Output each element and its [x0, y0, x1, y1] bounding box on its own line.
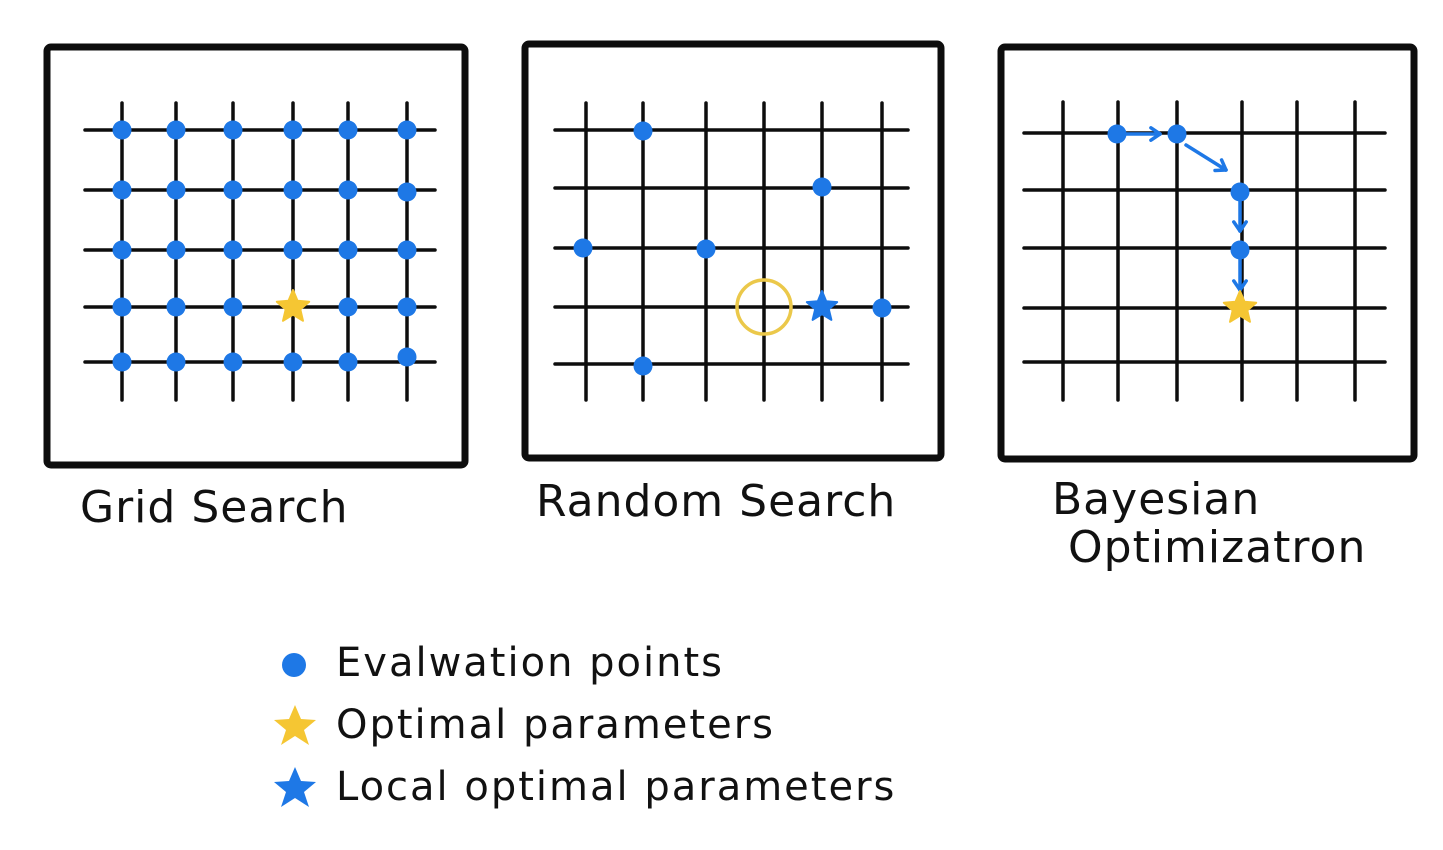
evaluation-point	[397, 240, 417, 260]
evaluation-point	[112, 240, 132, 260]
legend-item-optimal-parameters: Optimal parameters	[272, 702, 775, 748]
panel-frame	[521, 40, 945, 462]
legend-item-evaluation-points: Evalwation points	[272, 640, 724, 686]
evaluation-point	[397, 120, 417, 140]
evaluation-point	[1230, 240, 1250, 260]
evaluation-point	[166, 352, 186, 372]
panel-frame	[43, 43, 469, 469]
evaluation-point	[223, 297, 243, 317]
evaluation-point	[397, 347, 417, 367]
evaluation-point	[166, 120, 186, 140]
blue-star-icon	[274, 767, 316, 807]
caption-bayesian-line1: Bayesian	[1052, 474, 1261, 525]
evaluation-point	[166, 297, 186, 317]
evaluation-point	[112, 297, 132, 317]
panel-frame	[997, 43, 1418, 463]
evaluation-point	[338, 120, 358, 140]
evaluation-point	[223, 180, 243, 200]
arrow-head-icon	[1232, 279, 1242, 292]
evaluation-point	[112, 120, 132, 140]
evaluation-point	[573, 238, 593, 258]
evaluation-point	[112, 352, 132, 372]
arrow-head-icon	[1149, 132, 1162, 142]
evaluation-point	[338, 180, 358, 200]
evaluation-point	[397, 182, 417, 202]
evaluation-point	[166, 180, 186, 200]
evaluation-point	[283, 180, 303, 200]
evaluation-point	[696, 239, 716, 259]
evaluation-point	[223, 352, 243, 372]
optimal-star-icon	[275, 289, 311, 322]
evaluation-point	[812, 177, 832, 197]
caption-grid-search: Grid Search	[80, 482, 349, 533]
legend-label: Local optimal parameters	[336, 764, 897, 810]
local-optimal-star-icon	[805, 290, 839, 321]
evaluation-point	[397, 297, 417, 317]
arrow-head-icon	[1232, 220, 1242, 233]
evaluation-point	[283, 352, 303, 372]
evaluation-point	[872, 298, 892, 318]
optimal-star-icon	[1222, 290, 1258, 323]
legend-label: Evalwation points	[336, 640, 724, 686]
blue-dot-icon	[282, 653, 306, 677]
legend-label: Optimal parameters	[336, 702, 775, 748]
evaluation-point	[633, 356, 653, 376]
evaluation-point	[1167, 124, 1187, 144]
missed-optimum-ring	[735, 278, 793, 336]
caption-bayesian-line2: Optimizatron	[1068, 522, 1367, 573]
evaluation-point	[1107, 124, 1127, 144]
search-path-arrow	[1184, 143, 1228, 172]
evaluation-point	[112, 180, 132, 200]
evaluation-point	[338, 352, 358, 372]
evaluation-point	[633, 121, 653, 141]
caption-random-search: Random Search	[536, 476, 897, 527]
evaluation-point	[223, 240, 243, 260]
legend-item-local-optimal-parameters: Local optimal parameters	[272, 764, 896, 810]
evaluation-point	[1230, 182, 1250, 202]
evaluation-point	[338, 240, 358, 260]
evaluation-point	[166, 240, 186, 260]
evaluation-point	[338, 297, 358, 317]
yellow-star-icon	[274, 705, 316, 745]
evaluation-point	[283, 240, 303, 260]
evaluation-point	[283, 120, 303, 140]
evaluation-point	[223, 120, 243, 140]
